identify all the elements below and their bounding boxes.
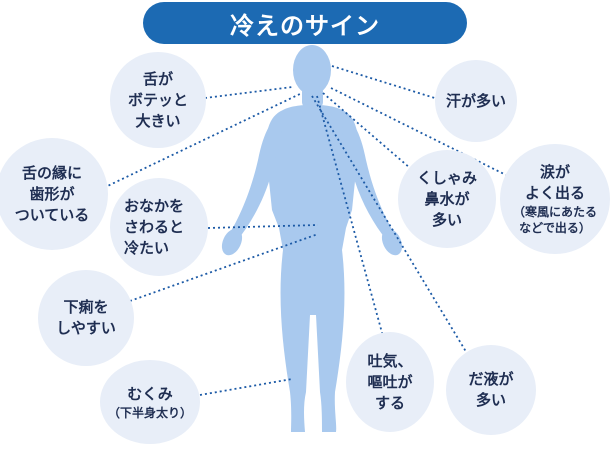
leader-tongue-swollen [204,86,293,99]
bubble-diarrhea: 下痢を しやすい [38,270,134,366]
bubble-tears: 涙が よく出る （寒風にあたる などで出る） [500,144,610,254]
leader-sweat [331,65,439,100]
leader-tongue-edge [94,92,303,193]
bubble-tongue-edge: 舌の縁に 歯形が ついている [0,138,108,250]
bubble-stomach-cold: おなかを さわると 冷たい [110,178,208,276]
leader-tears [330,87,513,179]
bubble-tongue-swollen: 舌が ボテッと 大きい [110,52,206,148]
leader-diarrhea [129,233,319,302]
leader-nausea [316,95,385,341]
bubble-swelling: むくみ （下半身太り） [100,360,200,444]
leader-saliva [311,95,469,356]
leader-stomach [207,224,319,229]
title-banner: 冷えのサイン [143,2,467,44]
human-body-silhouette [221,45,403,432]
leader-sneeze [322,92,411,169]
bubble-sneeze: くしゃみ 鼻水が 多い [398,150,496,248]
leader-lines [94,65,513,396]
bubble-nausea: 吐気、 嘔吐が する [346,332,434,432]
bubble-saliva: だ液が 多い [446,345,536,435]
bubble-sweat: 汗が多い [435,60,517,142]
leader-swelling [199,378,293,396]
